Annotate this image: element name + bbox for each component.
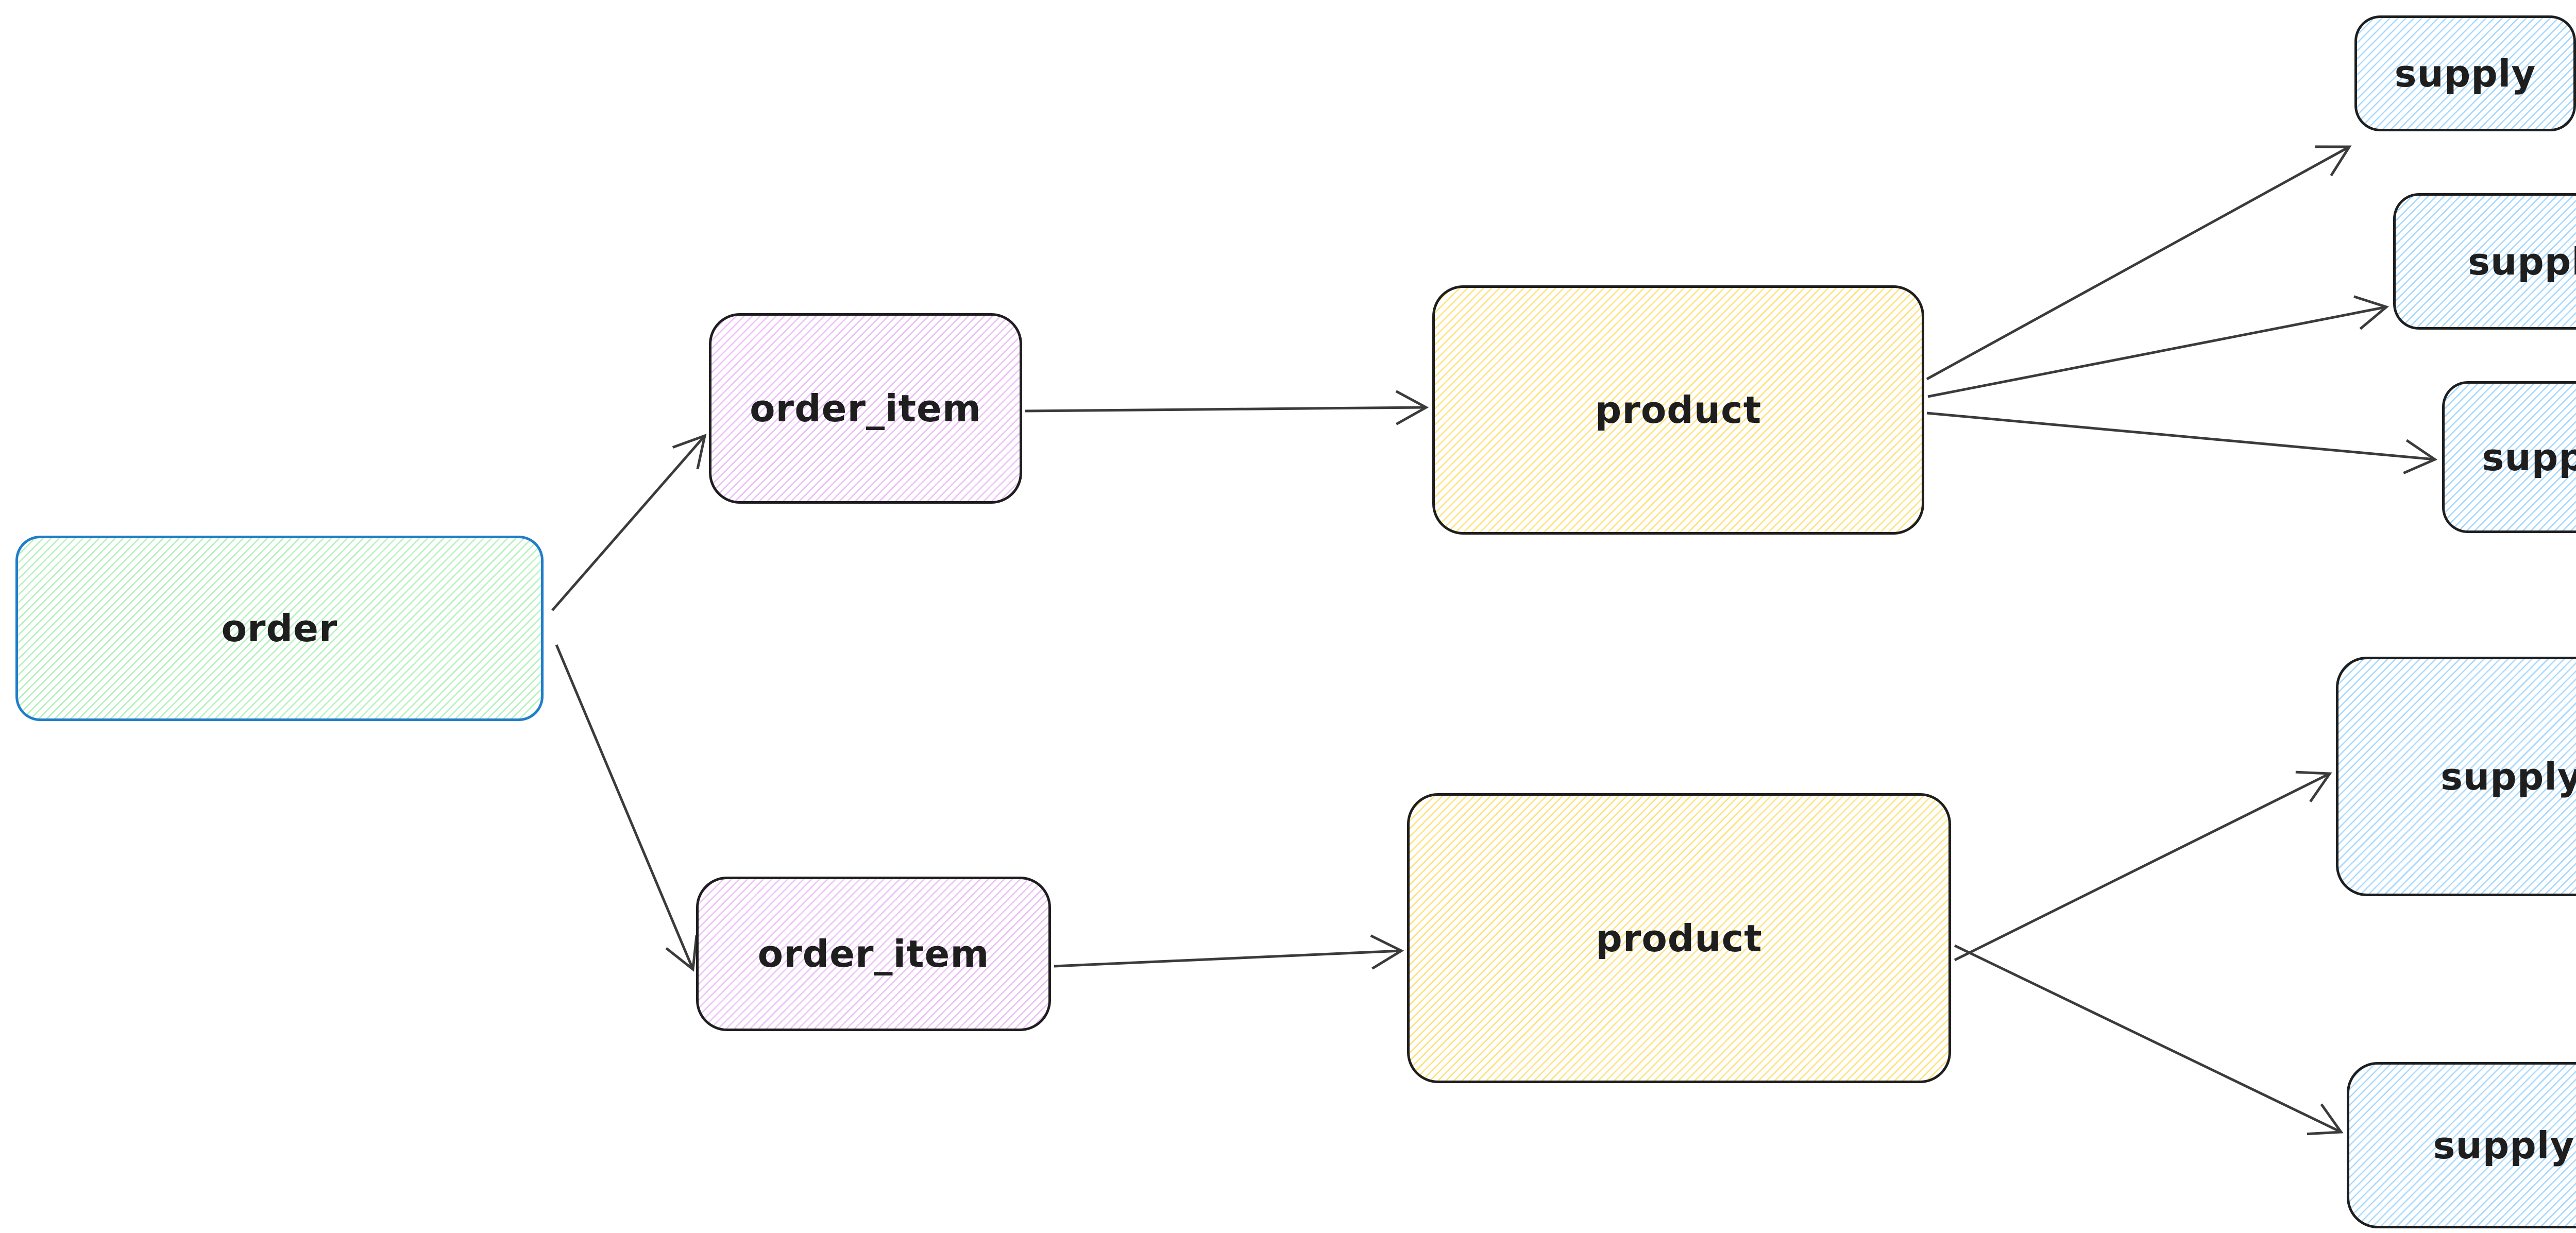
node-product-2-label: product [1596,916,1762,960]
node-supply-3[interactable]: supply [2442,381,2576,533]
node-supply-1-label: supply [2394,52,2536,95]
node-order-item-1[interactable]: order_item [709,313,1022,504]
node-product-2[interactable]: product [1407,793,1951,1083]
arrow-product-1-to-supply-2[interactable] [1927,295,2389,398]
arrow-product-2-to-supply-4[interactable] [1954,770,2332,962]
arrow-order-item-2-to-product-2[interactable] [1054,934,1404,970]
node-product-1[interactable]: product [1432,285,1924,535]
node-supply-2-label: supply [2468,239,2576,283]
arrow-order-to-order-item-1[interactable] [551,434,707,611]
node-supply-2[interactable]: supply [2393,193,2576,330]
node-product-1-label: product [1595,388,1762,432]
node-order-label: order [221,607,338,650]
arrow-product-1-to-supply-3[interactable] [1926,412,2438,474]
node-order[interactable]: order [15,536,544,721]
node-supply-5-label: supply [2433,1123,2575,1167]
node-supply-4[interactable]: supply [2336,657,2576,896]
arrow-product-1-to-supply-1[interactable] [1926,145,2352,381]
node-supply-3-label: supply [2482,435,2576,479]
node-supply-5[interactable]: supply [2347,1062,2576,1228]
arrow-order-to-order-item-2[interactable] [555,644,698,972]
arrow-order-item-1-to-product-1[interactable] [1025,390,1429,425]
arrow-product-2-to-supply-5[interactable] [1954,944,2344,1136]
node-supply-4-label: supply [2441,755,2576,798]
node-supply-1[interactable]: supply [2354,15,2576,131]
node-order-item-2-label: order_item [757,932,990,975]
node-order-item-2[interactable]: order_item [696,877,1051,1031]
node-order-item-1-label: order_item [750,387,981,430]
